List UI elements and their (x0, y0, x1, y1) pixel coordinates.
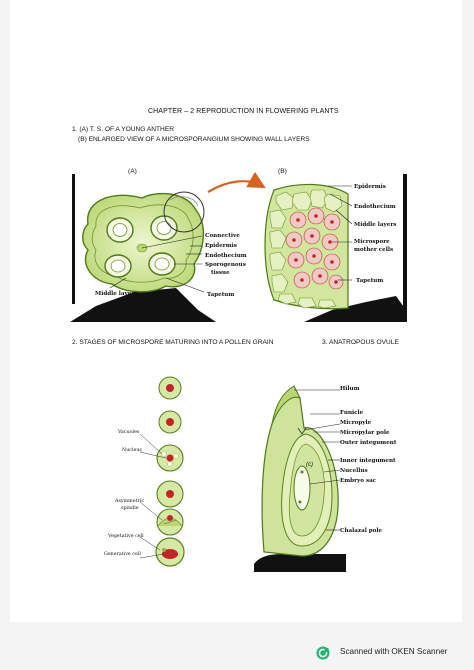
ovule-label-nucellus: Nucellus (340, 468, 368, 474)
section1-subheading: (B) ENLARGED VIEW OF A MICROSPORANGIUM S… (78, 136, 310, 143)
ovule-label-hilum: Hilum (340, 386, 360, 392)
anther-label-middle-layers: Middle layers (95, 291, 138, 297)
pollen-label-nucleus: Nucleus (122, 448, 142, 453)
anther-label-tissue: tissue (211, 270, 230, 276)
sporangium-label-microspore: Microspore (354, 239, 390, 245)
anther-label-lines (109, 235, 205, 293)
ovule-label-inner-integument: Inner integument (340, 458, 396, 464)
scanner-logo-icon (316, 646, 330, 660)
right-border-bar (403, 174, 407, 322)
ovule-label-micropylar-pole: Micropylar pole (340, 430, 390, 436)
anther-ts (82, 192, 204, 293)
sporangium-label-epidermis: Epidermis (354, 184, 386, 190)
ovule-figure (254, 385, 346, 572)
chapter-title: CHAPTER – 2 REPRODUCTION IN FLOWERING PL… (148, 108, 339, 115)
pollen-label-generative-cell: Generative cell (104, 552, 141, 557)
sporangium-label-mother-cells: mother cells (354, 247, 394, 253)
pollen-stage-6 (155, 537, 185, 567)
ovule-inset-label: (c) (306, 462, 313, 468)
ovule-label-micropyle: Micropyle (340, 420, 372, 426)
section2-heading: 2. STAGES OF MICROSPORE MATURING INTO A … (72, 339, 274, 346)
pollen-stage-5 (156, 508, 184, 536)
scanner-text: Scanned with OKEN Scanner (340, 647, 448, 656)
pollen-stages-figure (140, 376, 185, 567)
label-a: (A) (128, 168, 137, 175)
ovule-base-shadow (254, 554, 346, 572)
sporangium-label-tapetum: Tapetum (356, 278, 384, 284)
ovule-label-embryo-sac: Embryo sac (340, 478, 377, 484)
pollen-label-asymmetric: Asymmetric (115, 499, 145, 504)
pollen-stage-1 (158, 376, 182, 400)
pollen-stage-4 (156, 480, 184, 508)
anther-label-endothecium: Endothecium (205, 253, 247, 259)
anther-label-tapetum: Tapetum (207, 292, 235, 298)
pollen-label-vegetative-cell: Vegetative cell (108, 534, 144, 539)
sporangium-label-endothecium: Endothecium (354, 204, 396, 210)
microsporangium-label-lines (328, 185, 353, 281)
anther-label-connective: Connective (205, 233, 240, 239)
base-shadow-b (304, 296, 406, 322)
pollen-stage-3 (156, 444, 184, 472)
anther-figure (70, 171, 407, 322)
ovule-label-chalazal-pole: Chalazal pole (340, 528, 383, 534)
label-b: (B) (278, 168, 287, 175)
section1-heading: 1. (A) T. S. OF A YOUNG ANTHER (72, 126, 174, 133)
anther-label-epidermis: Epidermis (205, 243, 237, 249)
ovule-label-outer-integument: Outer integument (340, 440, 397, 446)
section3-heading: 3. ANATROPOUS OVULE (322, 339, 399, 346)
microsporangium-segment (264, 183, 349, 310)
pollen-label-vacuoles: Vacuoles (118, 430, 140, 435)
zoom-circle (163, 191, 205, 233)
base-shadow-a (70, 288, 216, 322)
anther-label-sporogenous: Sporogenous (205, 262, 246, 268)
zoom-arrow (207, 171, 266, 193)
pollen-label-spindle: spindle (121, 506, 139, 511)
sporangium-label-middle-layers: Middle layers (354, 222, 397, 228)
ovule-label-funicle: Funicle (340, 410, 364, 416)
pollen-stage-2 (158, 410, 182, 434)
left-border-bar (72, 174, 75, 304)
